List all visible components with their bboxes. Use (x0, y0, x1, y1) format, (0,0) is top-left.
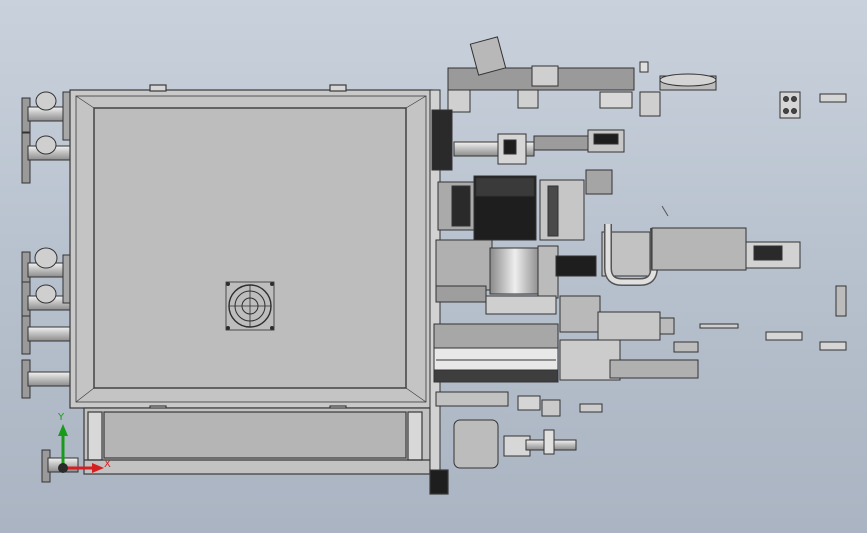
left-pipe-fittings (21, 91, 79, 483)
main-cabinet[interactable] (69, 84, 433, 413)
z-axis-dot (58, 463, 68, 473)
fan-vent-icon (225, 281, 275, 331)
loose-components (699, 91, 847, 351)
mechanism-assembly[interactable] (429, 36, 801, 471)
y-axis-label: Y (58, 412, 65, 423)
base-drawer[interactable] (83, 407, 449, 495)
x-axis-label: X (104, 459, 111, 470)
